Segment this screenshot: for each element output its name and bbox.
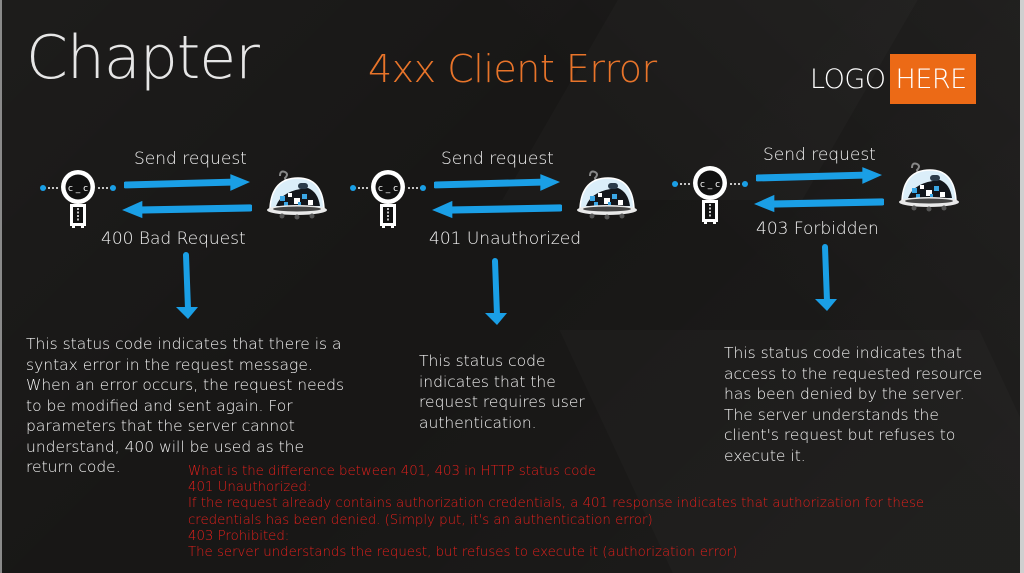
note-heading: What is the difference between 401, 403 … bbox=[188, 464, 596, 479]
arrow-right-icon bbox=[756, 166, 884, 188]
arrow-down-icon bbox=[481, 258, 511, 330]
request-label: Send request bbox=[441, 149, 554, 169]
description: This status code indicates that access t… bbox=[724, 344, 983, 465]
robot-client-icon bbox=[670, 156, 750, 226]
dome-server-icon bbox=[572, 166, 642, 226]
note-401-title: 401 Unauthorized: bbox=[188, 480, 312, 496]
request-label: Send request bbox=[763, 145, 876, 165]
description: This status code indicates that the requ… bbox=[419, 352, 585, 432]
response-label: 401 Unauthorized bbox=[429, 229, 581, 249]
arrow-left-icon bbox=[752, 192, 884, 214]
robot-client-icon bbox=[38, 160, 118, 230]
page-subtitle: 4xx Client Error bbox=[368, 47, 657, 91]
difference-note: What is the difference between 401, 403 … bbox=[188, 464, 988, 561]
arrow-down-icon bbox=[811, 244, 841, 316]
arrow-left-icon bbox=[430, 198, 562, 220]
page-title: Chapter bbox=[26, 23, 260, 93]
dome-server-icon bbox=[262, 166, 332, 226]
logo: LOGO HERE bbox=[810, 54, 976, 104]
arrow-left-icon bbox=[120, 198, 252, 220]
right-border bbox=[1020, 0, 1024, 573]
description: This status code indicates that there is… bbox=[26, 335, 345, 476]
arrow-right-icon bbox=[434, 173, 562, 195]
note-401-text: credentials has been denied. (Simply put… bbox=[188, 512, 653, 528]
request-label: Send request bbox=[134, 149, 247, 169]
left-border bbox=[0, 0, 2, 573]
note-401-text: If the request already contains authoriz… bbox=[188, 496, 925, 512]
logo-highlight: HERE bbox=[889, 54, 976, 104]
response-label: 400 Bad Request bbox=[101, 229, 246, 249]
arrow-right-icon bbox=[124, 173, 252, 195]
note-403-title: 403 Prohibited: bbox=[188, 528, 290, 544]
note-403-text: The server understands the request, but … bbox=[188, 545, 738, 561]
robot-client-icon bbox=[348, 160, 428, 230]
arrow-down-icon bbox=[172, 252, 202, 324]
logo-text: LOGO bbox=[810, 63, 886, 95]
dome-server-icon bbox=[894, 158, 964, 218]
response-label: 403 Forbidden bbox=[756, 219, 879, 239]
